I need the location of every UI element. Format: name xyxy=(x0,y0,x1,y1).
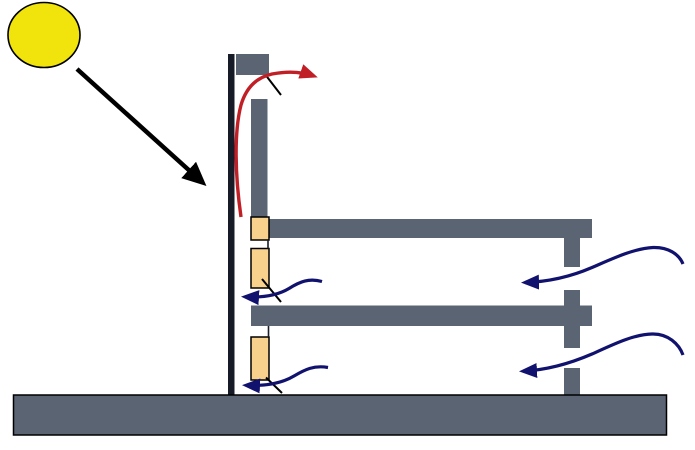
cool-air-arrow-right-lower xyxy=(519,332,685,378)
chimney-inner-wall xyxy=(251,99,268,217)
hot-air-outflow-arrow xyxy=(234,64,318,218)
floor-slab-middle xyxy=(251,305,592,326)
facade-column-upper xyxy=(564,238,580,267)
facade-column-middle xyxy=(564,290,580,348)
vent-box-lower xyxy=(250,336,270,381)
vent-flap-middle xyxy=(261,278,282,303)
chimney-cap xyxy=(236,54,269,75)
facade-column-lower xyxy=(564,368,580,396)
floor-slab-upper xyxy=(269,219,592,238)
vent-box-upper xyxy=(250,216,270,241)
vent-flap-top xyxy=(265,74,282,96)
solar-radiation-arrow xyxy=(75,67,207,187)
cool-air-arrow-left-upper xyxy=(241,278,323,306)
cool-air-arrow-right-upper xyxy=(521,245,685,290)
glazing-panel xyxy=(228,54,235,395)
vent-flap-bottom xyxy=(265,376,283,394)
cool-air-arrow-left-lower xyxy=(242,365,329,394)
ground-slab xyxy=(12,394,668,436)
vent-box-middle xyxy=(250,247,270,289)
sun xyxy=(7,1,81,69)
